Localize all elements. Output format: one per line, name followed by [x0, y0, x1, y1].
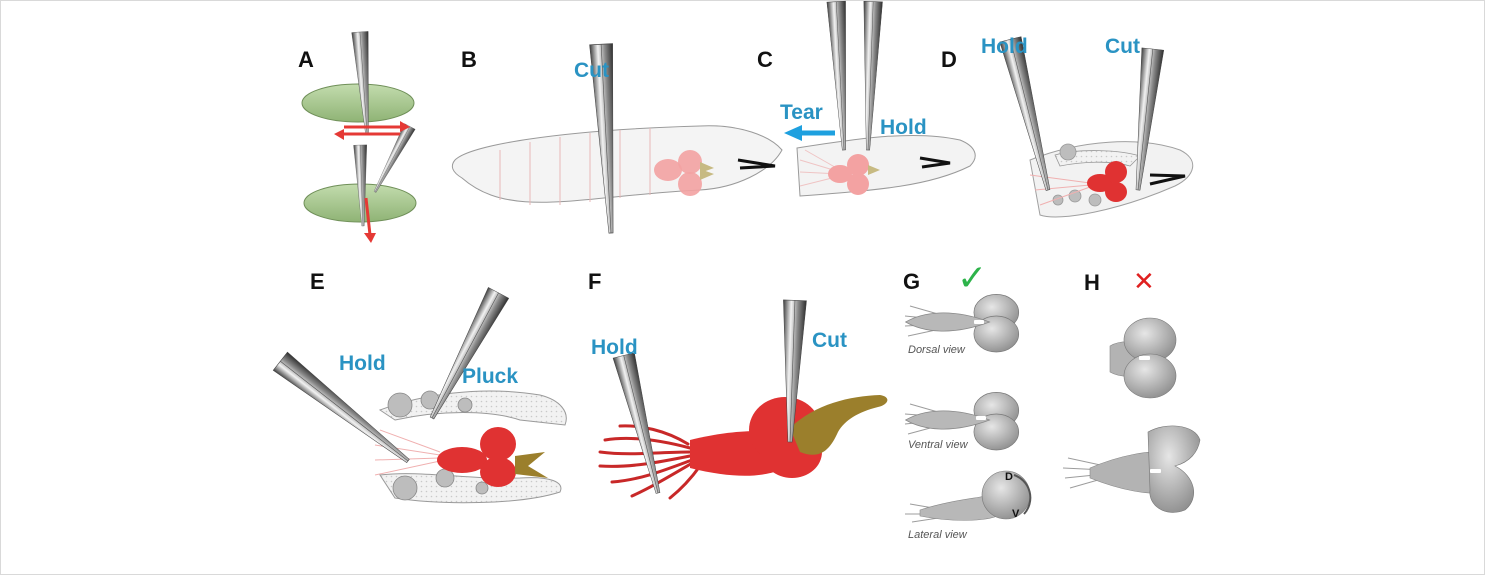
panel-label-d: D [941, 47, 957, 72]
label-cut-f: Cut [812, 329, 847, 352]
brain-bad-1-h [1110, 318, 1176, 398]
label-lateral-view: Lateral view [908, 529, 968, 541]
label-hold-c: Hold [880, 116, 927, 139]
larva-body-c [797, 135, 975, 196]
label-hold-f: Hold [591, 336, 638, 359]
cross-icon: ✕ [1133, 267, 1155, 297]
panel-label-c: C [757, 47, 773, 72]
panel-label-g: G [903, 269, 920, 294]
forceps-hold-f [613, 353, 669, 496]
label-dorsal-view: Dorsal view [908, 344, 966, 356]
panel-label-f: F [588, 269, 601, 294]
label-hold-e: Hold [339, 352, 386, 375]
panel-label-h: H [1084, 270, 1100, 295]
cover-slip-top [302, 84, 414, 122]
tear-arrow-icon [784, 125, 835, 141]
nerves-e [375, 430, 440, 475]
check-icon: ✓ [957, 258, 987, 299]
brain-bad-2-h [1063, 426, 1200, 513]
label-ventral-view: Ventral view [908, 439, 969, 451]
label-v: V [1012, 508, 1020, 520]
forceps-hold-c [859, 1, 883, 150]
label-hold-d: Hold [981, 35, 1028, 58]
label-cut-b: Cut [574, 59, 609, 82]
panel-label-b: B [461, 47, 477, 72]
larva-body-b [452, 126, 782, 202]
label-pluck-e: Pluck [462, 365, 518, 388]
panel-label-e: E [310, 269, 325, 294]
panel-label-a: A [298, 47, 314, 72]
forceps-tear-c [827, 1, 853, 150]
label-d: D [1005, 471, 1013, 483]
label-cut-d: Cut [1105, 35, 1140, 58]
label-tear-c: Tear [780, 101, 823, 124]
